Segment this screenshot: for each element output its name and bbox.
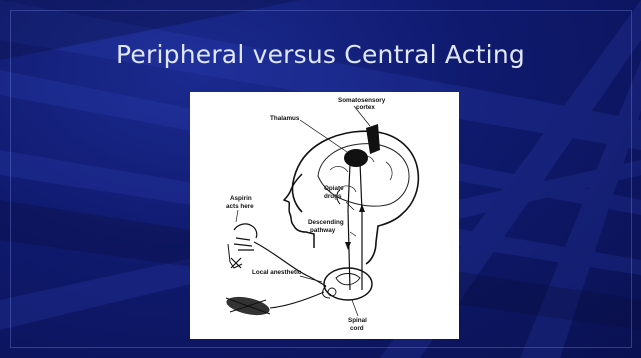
face-profile [284,174,314,248]
label-descending-2: pathway [310,227,336,234]
dorsal-root-ganglion [328,288,336,296]
label-spinal-2: cord [350,325,364,332]
hand-drawing [234,224,257,250]
label-aspirin-2: acts here [226,203,254,210]
label-somatosensory-1: Somatosensory [338,97,386,104]
label-local-anesthetic: Local anesthetic [252,269,302,276]
label-thalamus: Thalamus [270,115,300,122]
spinal-cord-section [324,268,372,300]
label-opiate-1: Opiate [324,185,344,192]
peripheral-nerve [254,242,326,286]
somatosensory-cortex-mark [366,124,380,154]
slide-title: Peripheral versus Central Acting [0,40,641,69]
label-descending-1: Descending [308,219,344,226]
label-somatosensory-2: cortex [356,104,375,111]
grey-matter [336,274,360,285]
pain-pathway-diagram: Somatosensory cortex Thalamus Opiate dru… [190,92,459,339]
diagram-svg: Somatosensory cortex Thalamus Opiate dru… [190,92,459,339]
label-spinal-1: Spinal [348,317,367,324]
leader-spinal-cord [352,300,358,316]
leader-thalamus [300,120,350,154]
motor-nerve [270,292,324,308]
leader-descending [350,232,356,236]
label-opiate-2: drugs [324,193,342,200]
descending-arrow [345,242,351,250]
thalamus-mark [344,149,368,167]
label-aspirin-1: Aspirin [230,195,252,202]
leader-aspirin [236,210,238,222]
descending-pathway-line [348,164,350,290]
